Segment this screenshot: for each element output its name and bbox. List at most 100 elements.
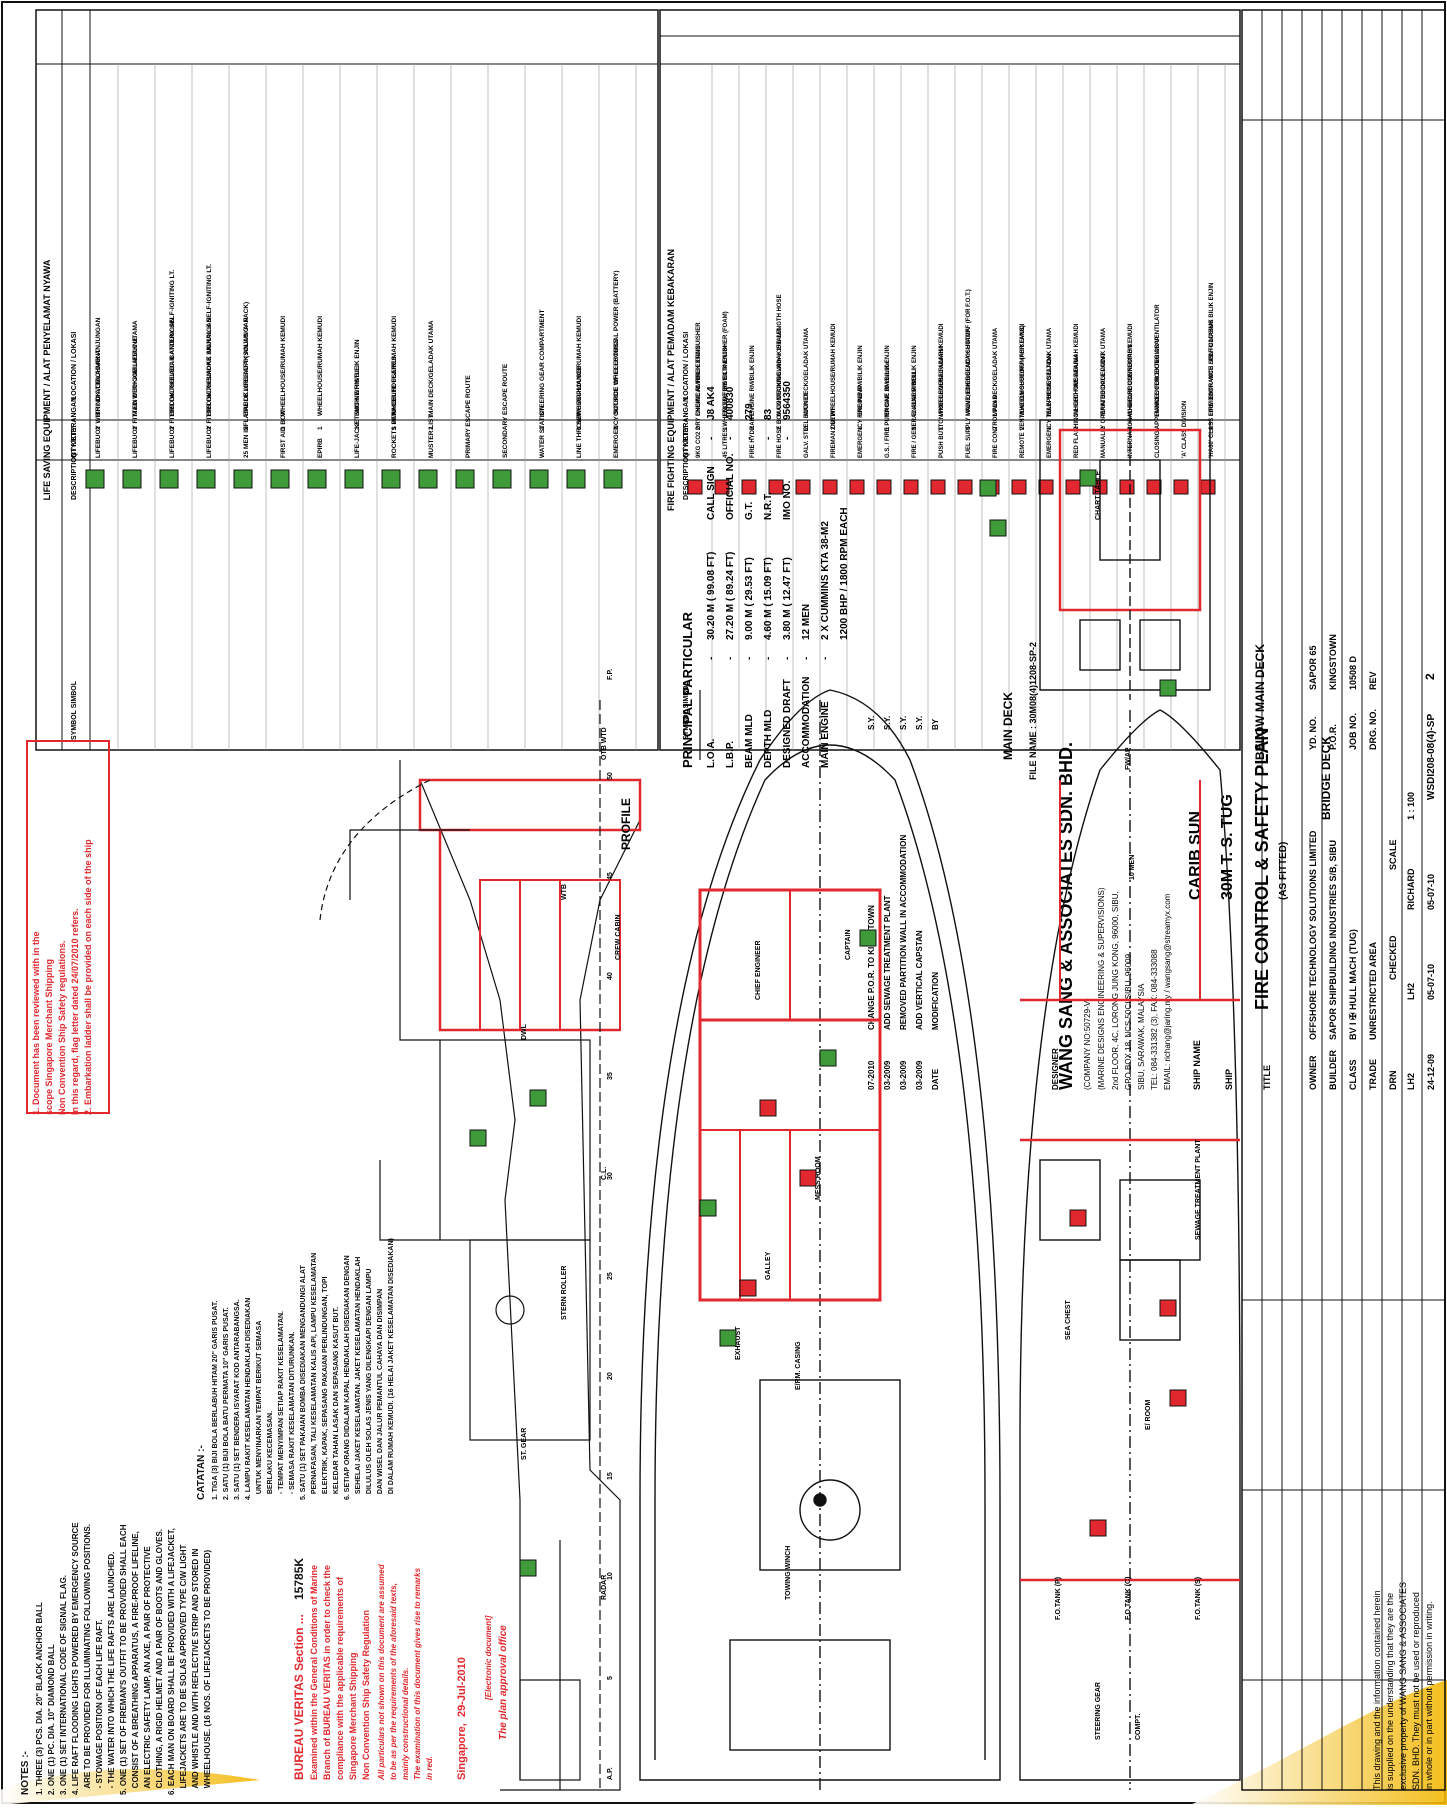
ffe-row-desc: 45 LITRES WHEELED FIRE EXTINGUISHER (FOA… xyxy=(723,311,729,458)
catatan-list-line: 4. LAMPU RAKIT KESELAMATAN HENDAKLAH DIS… xyxy=(245,1297,252,1500)
ffe-row-loc: E/RM ENTRANCE / PINTU MASUK BILIK ENJIN xyxy=(1209,283,1215,416)
revision-by: BY xyxy=(931,718,940,730)
lsa-row-desc: MUSTER LIST xyxy=(428,415,435,458)
below-main-deck-label: BELOW MAIN DECK xyxy=(1253,644,1267,760)
call-value: 279 xyxy=(744,403,755,420)
sign-header: CHECKED xyxy=(1388,935,1398,980)
ffe-row-qty: 1 xyxy=(1047,426,1053,430)
sign-header: DRN xyxy=(1388,1071,1398,1091)
lsa-symbol-icon xyxy=(122,469,142,489)
lsa-row-loc: WHEELHOUSE/RUMAH KEMUDI xyxy=(280,316,287,416)
safety-equipment-symbol xyxy=(1069,1209,1087,1227)
frame-mark: 40 xyxy=(607,972,614,980)
info-key2: JOB NO. xyxy=(1348,713,1358,750)
lsa-symbol-icon xyxy=(270,469,290,489)
ffe-row-desc: PUSH BUTTON FOR GENERAL ALARM xyxy=(939,346,945,458)
lsa-row-loc: OUTSIDE WHEELHOUSE xyxy=(613,338,620,416)
red-review-remarks-line: In this regard, flag letter dated 24/07/… xyxy=(70,908,80,1115)
frame-mark: 50 xyxy=(607,772,614,780)
info-key: TRADE xyxy=(1368,1059,1378,1090)
lsa-row-desc: LINE THROWING APPLIANCE xyxy=(576,365,583,458)
notes-list: 1. THREE (3) PCS. DIA. 20" BLACK ANCHOR … xyxy=(34,1522,214,1795)
equipment-symbols xyxy=(469,469,1187,1577)
lsa-row-qty: 2 xyxy=(613,426,620,430)
red-review-remarks-line: 1. Document has been reviewed with in th… xyxy=(31,931,41,1115)
captain-label: CAPTAIN xyxy=(845,929,852,960)
particular-dash: - xyxy=(706,657,717,660)
catatan-list-line: DILULUS OLEH SOLAS JENIS YANG DILENGKAPI… xyxy=(366,1268,373,1500)
chief-engineer-label: CHIEF ENGINEER xyxy=(755,940,762,1000)
lsa-row-desc: LIFEBUOY FITTED WITH 30M LIFELINE xyxy=(132,336,139,458)
ffe-col-desc: DESCRIPTION / KETERANGAN xyxy=(683,397,690,500)
call-label: G.T. xyxy=(744,501,755,520)
ffe-row-desc: FIRE / GENERAL ALARM BELL xyxy=(912,369,918,458)
catatan-list-line: SEHELAI JAKET KESELAMATAN. JAKET KESELAM… xyxy=(355,1256,362,1500)
particular-dash: - xyxy=(744,657,755,660)
ffe-row-desc: REMOTE VENTILATION SHUTOFF (FOR FANS) xyxy=(1020,325,1026,458)
lsa-row-qty: 2 xyxy=(243,426,250,430)
company-no: (COMPANY NO:50729-V) xyxy=(1083,998,1092,1090)
call-label: OFFICIAL NO. xyxy=(725,453,736,520)
lsa-row-loc: ENGINE RM/BILIK ENJIN xyxy=(354,339,361,416)
fot-p-label: F.O.TANK (P) xyxy=(1055,1577,1062,1620)
lsa-col-qty: QTY./KTY. xyxy=(71,425,78,458)
ffe-row-desc: FIREMAN OUTFIT xyxy=(831,407,837,458)
bv-stamp-italic-line: mainly constructional details. xyxy=(401,1667,410,1780)
ffe-symbol-icon xyxy=(714,479,730,495)
lsa-col-desc: DESCRIPTION / KETERANGAN xyxy=(71,397,78,500)
notes-list-line: CONSIST OF A BREATHING APPARATUS, A FIRE… xyxy=(131,1531,140,1795)
notes-list-line: LIFEJACKETS ARE TO BE SOLAS APPROVED TYP… xyxy=(179,1544,188,1795)
company-address-line: GPO BOX 18, NCS 50CI SIBU, 96009 xyxy=(1124,953,1133,1090)
ffe-symbol-icon xyxy=(903,479,919,495)
bv-stamp-lines-line: compliance with the applicable requireme… xyxy=(335,1576,345,1780)
profile-marker-label: RADAR xyxy=(601,1575,608,1600)
particular-dash: - xyxy=(725,657,736,660)
sewage-label: SEWAGE TREATMENT PLANT xyxy=(1195,1139,1202,1240)
info-key2: P.O.R. xyxy=(1328,724,1338,750)
galley-label: GALLEY xyxy=(765,1251,772,1280)
main-deck-label: MAIN DECK xyxy=(1001,692,1015,760)
lsa-row-desc: LIFEBUOY FITTED WITH SMOKE SIGNAL & SELF… xyxy=(206,264,213,458)
frame-mark: 30 xyxy=(607,1172,614,1180)
ffe-row-loc: ENGINE RM/BILIK ENJIN xyxy=(723,345,729,416)
lsa-row-qty: 1 xyxy=(539,426,546,430)
ffe-row-loc: ENGINE RM/BILIK ENJIN xyxy=(912,345,918,416)
info-key: CLASS xyxy=(1348,1059,1358,1090)
catatan-list-line: DAN WISEL DAN JALUR PEMANTUL CAHAYA DAN … xyxy=(377,1288,384,1500)
profile-marker-label: DWL xyxy=(521,1023,528,1040)
profile-label: PROFILE xyxy=(619,798,633,850)
lsa-row-qty: 1 SET xyxy=(576,412,583,430)
file-name: FILE NAME : 30M08(4)1208-SP-2 xyxy=(1028,642,1038,780)
lsa-row-desc: WATER STATION xyxy=(539,405,546,458)
ffe-row-desc: RED FLASHING LIGHT FIRE ALARM xyxy=(1074,355,1080,458)
ffe-row-loc: WHEELHOUSE/RUMAH KEMUDI xyxy=(1128,323,1134,416)
catatan-list-line: - TEMPAT MENYIMPAN SETIAP RAKIT KESELAMA… xyxy=(278,1311,285,1500)
notes-list-line: ARE TO BE PROVIDED FOR ILLUMINATING FOLL… xyxy=(83,1524,92,1795)
ffe-row-qty: 2 xyxy=(696,426,702,430)
ffe-row-qty: 1 xyxy=(966,426,972,430)
particular-value: 9.00 M ( 29.53 FT) xyxy=(744,557,755,640)
catatan-list-line: KELEDAR TAHAN LASAK DAN SEPASANG KASUT B… xyxy=(333,1306,340,1500)
chart-table-label: CHART TABLE xyxy=(1095,470,1102,520)
catatan-list: 1. TIGA (3) BIJI BOLA BERLABUH HITAM 20"… xyxy=(210,1238,397,1500)
ffe-row-qty: 2 xyxy=(804,426,810,430)
lsa-symbol-icon xyxy=(196,469,216,489)
ffe-col-symbol: SYMBOL SIMBOL xyxy=(683,680,690,740)
ffe-row-qty: 2 xyxy=(993,426,999,430)
frame-mark: 15 xyxy=(607,1472,614,1480)
notes-list-line: AN ELECTRIC SAFETY LAMP, AN AXE, A PAIR … xyxy=(143,1546,152,1795)
steering-gear-label: STEERING GEAR xyxy=(1095,1682,1102,1740)
lsa-row-qty: 2 xyxy=(428,426,435,430)
profile-marker-label: STERN ROLLER xyxy=(561,1266,568,1320)
particular-label: BEAM MLD xyxy=(744,714,755,768)
ffe-symbol-icon xyxy=(768,479,784,495)
catatan-list-line: 6. SETIAP ORANG DIDALAM KAPAL HENDAKLAH … xyxy=(344,1255,351,1500)
info-key2: YD. NO. xyxy=(1308,716,1318,750)
ship-label: SHIP xyxy=(1224,1069,1234,1090)
lsa-row-qty: 2 xyxy=(95,426,102,430)
lsa-row-loc: STEERING GEAR COMPARTMENT xyxy=(539,310,546,416)
safety-equipment-symbol xyxy=(759,1099,777,1117)
ship-value: 30M T. S. TUG xyxy=(1219,794,1236,900)
notes-list-line: 4. LIFE RAFT FLOODING LIGHTS POWERED BY … xyxy=(71,1522,80,1795)
